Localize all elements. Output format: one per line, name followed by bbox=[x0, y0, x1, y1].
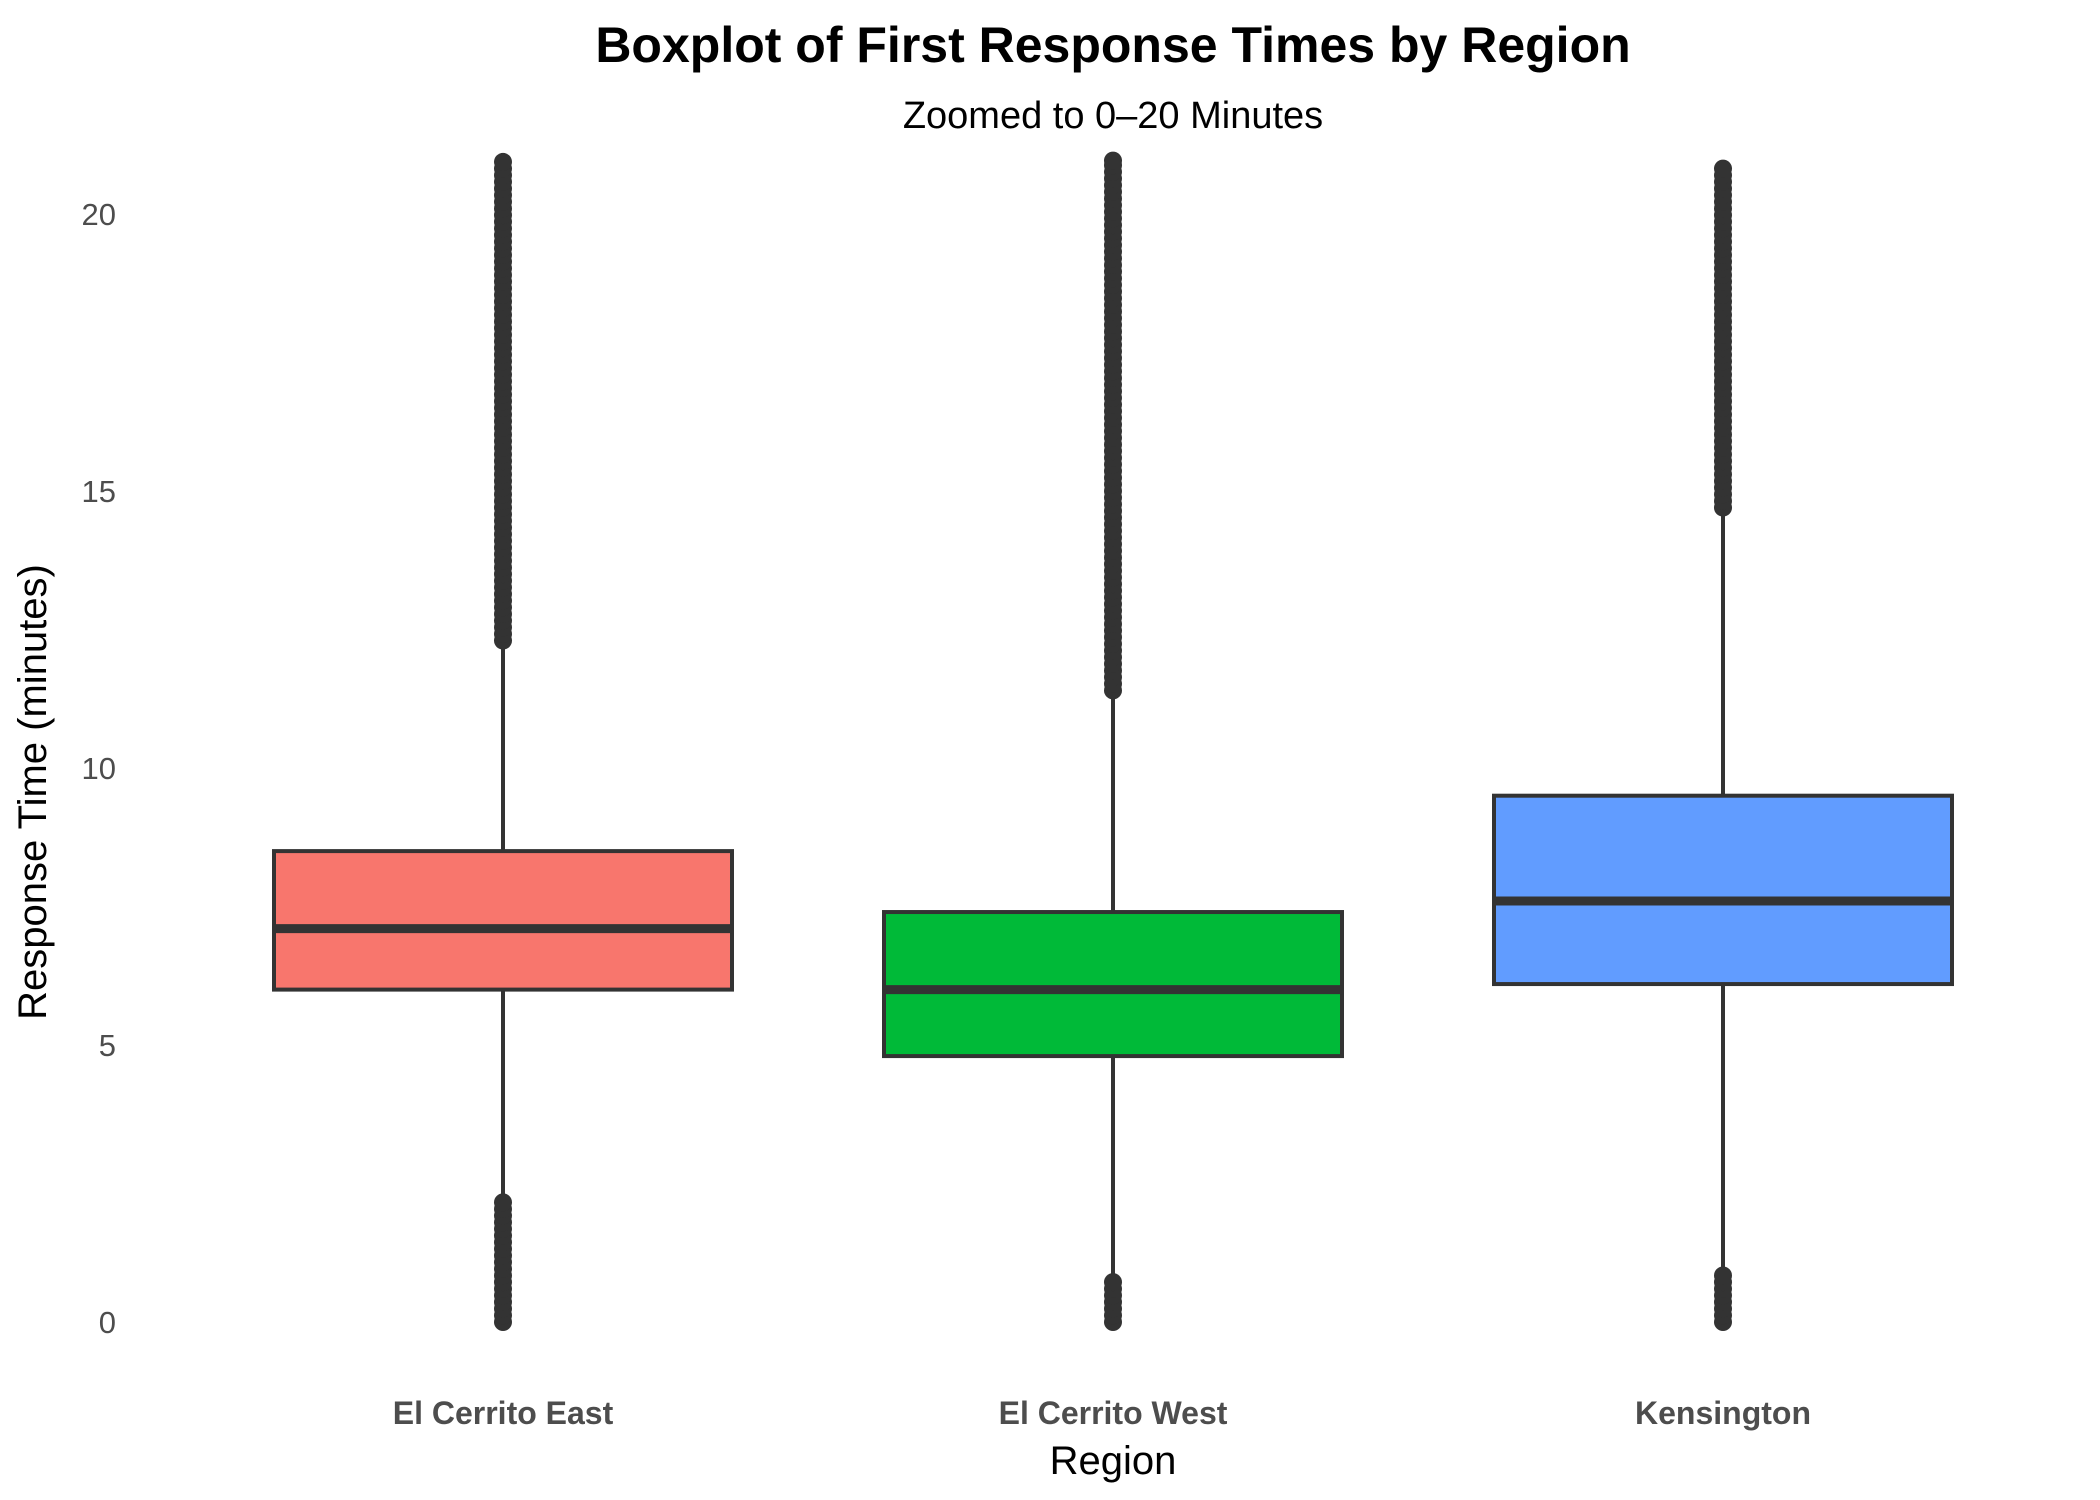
y-tick-label: 15 bbox=[82, 474, 116, 509]
box-group bbox=[882, 151, 1344, 1331]
outlier-point bbox=[494, 152, 512, 171]
chart-title: Boxplot of First Response Times by Regio… bbox=[595, 17, 1630, 73]
x-axis-ticks: El Cerrito East El Cerrito West Kensington bbox=[393, 1395, 1811, 1431]
y-tick-label: 0 bbox=[99, 1305, 116, 1340]
outlier-point bbox=[1714, 159, 1732, 178]
y-tick-label: 20 bbox=[82, 197, 116, 232]
chart-subtitle: Zoomed to 0–20 Minutes bbox=[903, 95, 1323, 137]
y-axis-ticks: 0 5 10 15 20 bbox=[82, 197, 116, 1340]
box-iqr bbox=[882, 910, 1344, 1059]
outlier-point bbox=[1104, 151, 1122, 170]
boxes bbox=[272, 151, 1954, 1331]
x-tick-label: El Cerrito West bbox=[999, 1395, 1228, 1431]
x-axis-title: Region bbox=[1050, 1439, 1177, 1483]
y-tick-label: 5 bbox=[99, 1028, 116, 1063]
x-tick-label: Kensington bbox=[1635, 1395, 1811, 1431]
outlier-point bbox=[1714, 1266, 1732, 1285]
box-group bbox=[1492, 159, 1954, 1331]
box-iqr bbox=[1492, 793, 1954, 987]
box-group bbox=[272, 152, 734, 1331]
y-axis-title: Response Time (minutes) bbox=[11, 564, 55, 1020]
outlier-point bbox=[494, 1193, 512, 1212]
box-iqr bbox=[272, 849, 734, 992]
y-tick-label: 10 bbox=[82, 751, 116, 786]
outlier-point bbox=[1104, 1273, 1122, 1292]
x-tick-label: El Cerrito East bbox=[393, 1395, 614, 1431]
